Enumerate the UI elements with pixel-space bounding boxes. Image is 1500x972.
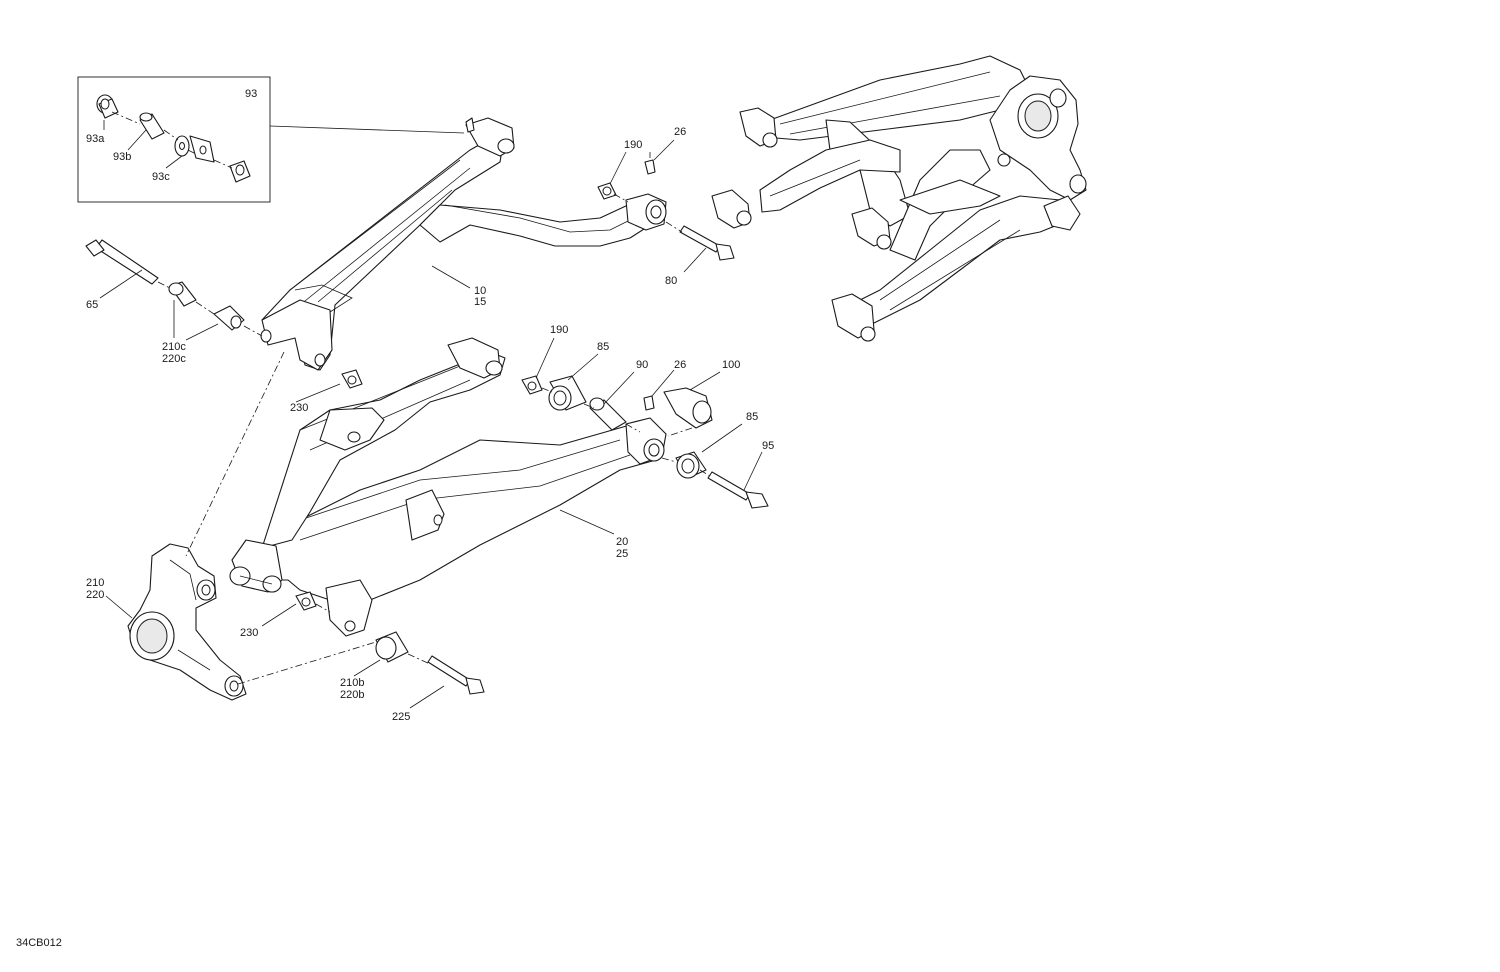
bushing-85-mid[interactable] — [548, 375, 587, 411]
callout-10: 10 — [474, 285, 486, 297]
nut-230-bottom[interactable] — [295, 591, 317, 611]
bushing-220c[interactable] — [213, 305, 245, 331]
callout-25: 25 — [616, 548, 628, 560]
callout-95: 95 — [762, 440, 774, 452]
callout-labels: 93 93a 93b 93c 65 210c 220c 230 10 15 19… — [16, 88, 774, 949]
callout-225: 225 — [392, 711, 410, 723]
bushing-85-right[interactable] — [675, 451, 707, 479]
callout-93c: 93c — [152, 171, 170, 183]
lower-a-arm-20-25[interactable] — [229, 337, 667, 637]
bushing-210c[interactable] — [168, 281, 197, 307]
callout-93: 93 — [245, 88, 257, 100]
callout-leaders — [99, 120, 763, 709]
callout-85-mid: 85 — [597, 341, 609, 353]
callout-210b: 210b — [340, 677, 364, 689]
nut-190-mid[interactable] — [521, 375, 543, 395]
bolt-225[interactable] — [427, 655, 485, 695]
grease-fitting-26-mid[interactable] — [643, 395, 655, 411]
callout-220: 220 — [86, 589, 104, 601]
callout-210c: 210c — [162, 341, 186, 353]
callout-65: 65 — [86, 299, 98, 311]
callout-26-mid: 26 — [674, 359, 686, 371]
bushing-93a[interactable] — [96, 94, 119, 119]
callout-190-top: 190 — [624, 139, 642, 151]
callout-15: 15 — [474, 296, 486, 308]
bolt-95[interactable] — [707, 471, 769, 509]
sleeve-90[interactable] — [589, 397, 627, 431]
callout-230-bottom: 230 — [240, 627, 258, 639]
inset-box-93 — [77, 76, 465, 203]
callout-93b: 93b — [113, 151, 131, 163]
nut-93[interactable] — [229, 160, 251, 183]
bolt-65[interactable] — [85, 239, 159, 285]
callout-80: 80 — [665, 275, 677, 287]
upper-a-arm-10-15[interactable] — [260, 117, 667, 371]
callout-210: 210 — [86, 577, 104, 589]
plate-100[interactable] — [663, 387, 713, 429]
sleeve-93b[interactable] — [139, 112, 165, 140]
grease-fitting-26-top[interactable] — [644, 152, 656, 175]
callout-230-top: 230 — [290, 402, 308, 414]
callout-26-top: 26 — [674, 126, 686, 138]
callout-220c: 220c — [162, 353, 186, 365]
nut-190-top[interactable] — [597, 182, 617, 200]
callout-100: 100 — [722, 359, 740, 371]
bolt-80[interactable] — [679, 225, 735, 261]
assembled-suspension-view — [711, 55, 1087, 342]
assembly-centerlines — [157, 193, 711, 685]
washer-93c[interactable] — [174, 135, 215, 163]
nut-230-top[interactable] — [341, 369, 363, 389]
callout-190-mid: 190 — [550, 324, 568, 336]
knuckle-210-220[interactable] — [127, 543, 247, 701]
bushing-210b-220b[interactable] — [375, 631, 409, 663]
callout-90: 90 — [636, 359, 648, 371]
callout-93a: 93a — [86, 133, 105, 145]
callout-220b: 220b — [340, 689, 364, 701]
diagram-code: 34CB012 — [16, 937, 62, 949]
callout-85-right: 85 — [746, 411, 758, 423]
callout-20: 20 — [616, 536, 628, 548]
